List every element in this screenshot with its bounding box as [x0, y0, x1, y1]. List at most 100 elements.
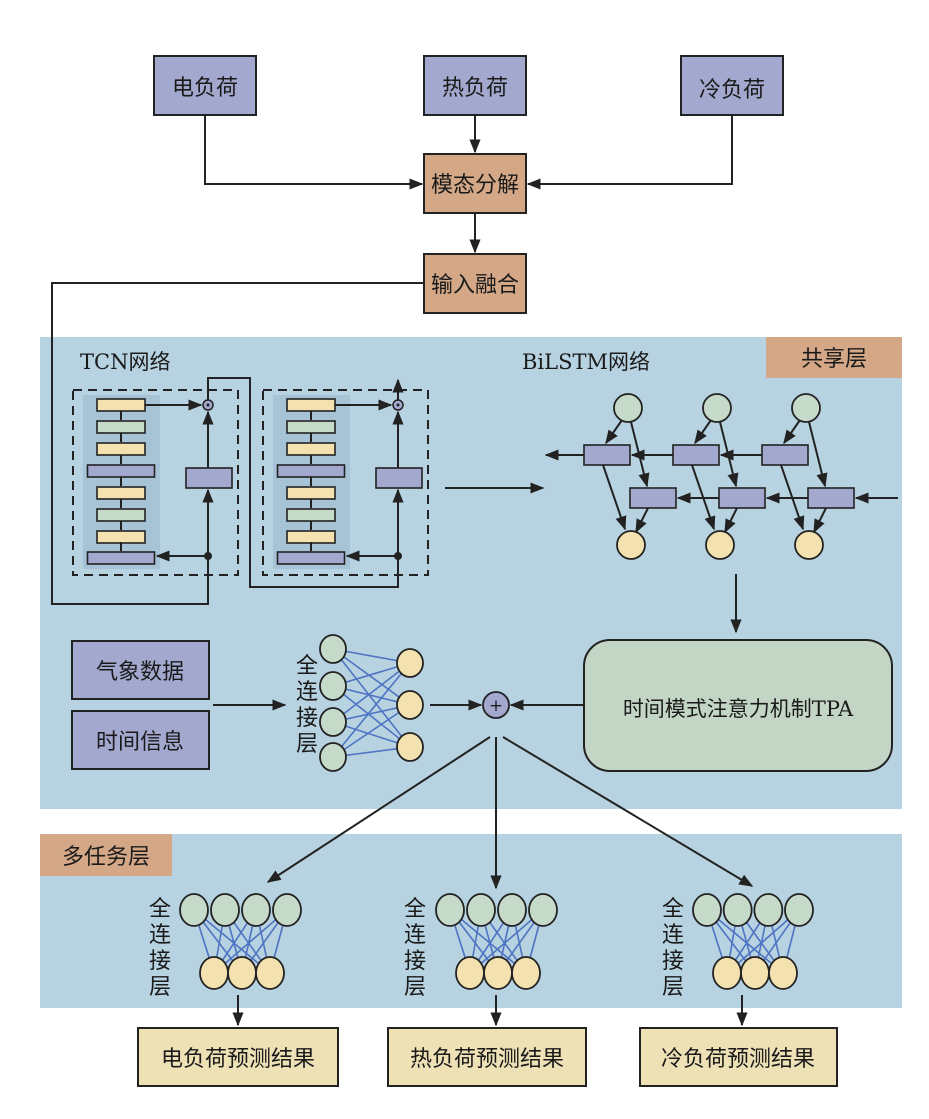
bilstm-network: [544, 393, 898, 560]
tcn-layer: [96, 398, 146, 412]
fc-connection: [332, 662, 411, 758]
tpa-box: 时间模式注意力机制TPA: [583, 639, 893, 772]
fc-connection: [332, 662, 411, 723]
tcn-layer: [96, 442, 146, 456]
tcn-layer: [276, 551, 346, 565]
heat-load-box: 热负荷: [423, 55, 527, 116]
shared-fc-label: 全 连 接 层: [296, 654, 318, 757]
fc-char: 层: [404, 975, 426, 1000]
bilstm-forward-cell: [672, 444, 720, 466]
fc-connection: [193, 909, 271, 974]
fc-input-node: [319, 707, 347, 737]
fc-output-node: [227, 956, 257, 990]
fc-input-node: [319, 742, 347, 772]
fc-output-node: [396, 732, 424, 762]
tcn-layer: [286, 398, 336, 412]
fc-input-node: [179, 893, 209, 927]
fc-char: 连: [149, 923, 171, 948]
tcn-layer: [86, 464, 156, 478]
tcn-layer: [276, 464, 346, 478]
tcn-block-link: [207, 377, 399, 588]
fc-char: 接: [296, 706, 318, 731]
tcn-layer: [96, 486, 146, 500]
fc-output-node: [455, 956, 485, 990]
fc-char: 接: [149, 949, 171, 974]
cold-result-label: 冷负荷预测结果: [661, 1047, 815, 1072]
input-to-forward: [605, 419, 623, 445]
tcn-residual-block: [72, 389, 239, 576]
fc-connection: [332, 704, 411, 758]
fc-output-node: [511, 956, 541, 990]
tcn-block-border: [72, 389, 239, 576]
tcn-layer: [286, 420, 336, 434]
junction-dot: [204, 552, 212, 560]
fc-net: [692, 893, 814, 990]
fc-input-node: [466, 893, 496, 927]
backward-to-output: [813, 507, 827, 534]
fc-input-node: [692, 893, 722, 927]
fc-char: 全: [149, 897, 171, 922]
bilstm-output-node: [705, 530, 735, 560]
fc-connection: [449, 909, 527, 974]
fc-input-node: [241, 893, 271, 927]
line-fusion-to-tcn: [51, 282, 424, 605]
modal-decomposition-box: 模态分解: [423, 153, 527, 214]
multitask-layer-tag: 多任务层: [40, 834, 172, 876]
fc-char: 接: [662, 949, 684, 974]
tcn-layer: [286, 530, 336, 544]
heat-load-label: 热负荷: [442, 76, 508, 101]
fc-output-node: [396, 648, 424, 678]
fc-output-node: [483, 956, 513, 990]
fc-output-node: [740, 956, 770, 990]
fc-char: 全: [296, 654, 318, 679]
cold-load-box: 冷负荷: [680, 55, 784, 116]
sum-dot: [396, 403, 400, 407]
bilstm-title: BiLSTM网络: [522, 350, 650, 374]
sum-node: +: [482, 691, 510, 719]
bilstm-output-node: [616, 530, 646, 560]
input-fusion-box: 输入融合: [423, 253, 527, 314]
input-to-forward: [694, 419, 712, 445]
electric-load-label: 电负荷: [172, 76, 238, 101]
tcn-layer: [86, 551, 156, 565]
bilstm-output-node: [794, 530, 824, 560]
electric-load-box: 电负荷: [153, 55, 257, 116]
shared-fc-network: [319, 634, 424, 772]
fc-char: 连: [296, 680, 318, 705]
bilstm-forward-cell: [583, 444, 631, 466]
fc-char: 连: [404, 923, 426, 948]
bilstm-backward-cell: [629, 487, 677, 509]
tcn-layer: [286, 442, 336, 456]
input-to-backward: [808, 421, 828, 488]
fc-char: 全: [662, 897, 684, 922]
fc-char: 层: [296, 732, 318, 757]
fc-input-node: [497, 893, 527, 927]
input-fusion-label: 输入融合: [431, 273, 519, 298]
backward-to-output: [635, 507, 649, 534]
tcn-layer: [286, 486, 336, 500]
time-info-label: 时间信息: [96, 730, 184, 755]
sum-symbol: +: [489, 696, 503, 716]
sum-dot: [206, 403, 210, 407]
tcn-layer: [96, 530, 146, 544]
fc-input-node: [722, 893, 753, 927]
fc-input-node: [784, 893, 814, 927]
weather-data-box: 气象数据: [71, 640, 210, 700]
arrow-electric-to-decomp: [204, 115, 424, 190]
shared-layer-tag-label: 共享层: [801, 347, 867, 372]
fc-connection: [726, 909, 800, 974]
cold-load-label: 冷负荷: [699, 78, 765, 103]
shared-layer-tag: 共享层: [766, 337, 902, 378]
fc-char: 接: [404, 949, 426, 974]
multitask-layer-tag-label: 多任务层: [62, 845, 150, 870]
bilstm-input-node: [702, 393, 732, 423]
fc-net: [179, 893, 302, 990]
fc-connection: [332, 648, 411, 706]
fc-input-node: [272, 893, 302, 927]
fc-output-node: [255, 956, 285, 990]
